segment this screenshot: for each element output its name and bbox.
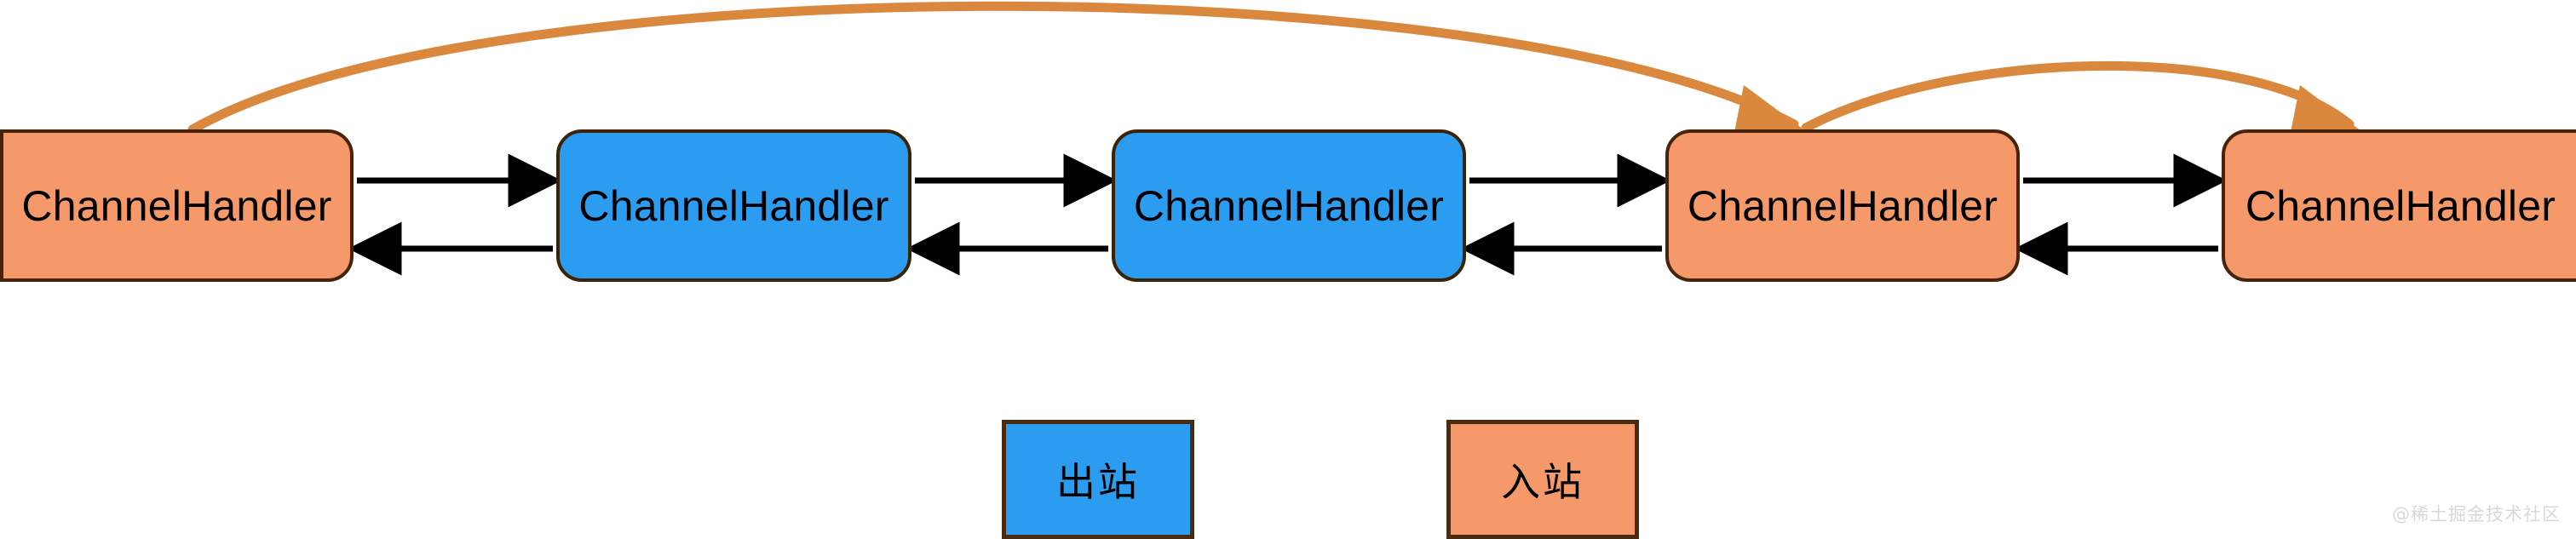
legend-label-outbound: 出站 [1056, 459, 1140, 505]
handler-box-1[interactable]: ChannelHandler [0, 129, 354, 282]
handler-label-1: ChannelHandler [21, 181, 332, 230]
handler-label-4: ChannelHandler [1687, 181, 1998, 230]
legend-label-inbound: 入站 [1501, 459, 1584, 505]
handler-box-3[interactable]: ChannelHandler [1112, 129, 1466, 282]
handler-box-4[interactable]: ChannelHandler [1665, 129, 2020, 282]
curve-skip-to-handler-4-arrowhead [1734, 85, 1809, 136]
handler-box-2[interactable]: ChannelHandler [556, 129, 911, 282]
handler-label-5: ChannelHandler [2245, 181, 2556, 230]
handler-box-5[interactable]: ChannelHandler [2222, 129, 2576, 282]
curve-skip-to-handler-5-arrowhead [2290, 85, 2365, 136]
black-connectors [348, 153, 2228, 276]
handler-label-2: ChannelHandler [578, 181, 889, 230]
curve-skip-to-handler-4 [187, 1, 1799, 135]
watermark: @稀土掘金技术社区 [2392, 504, 2561, 525]
handler-label-3: ChannelHandler [1133, 181, 1445, 230]
legend-item-outbound[interactable]: 出站 [1002, 420, 1194, 539]
curve-skip-to-handler-5 [1801, 60, 2355, 133]
legend-item-inbound[interactable]: 入站 [1446, 420, 1639, 539]
orange-curves [187, 1, 2365, 136]
